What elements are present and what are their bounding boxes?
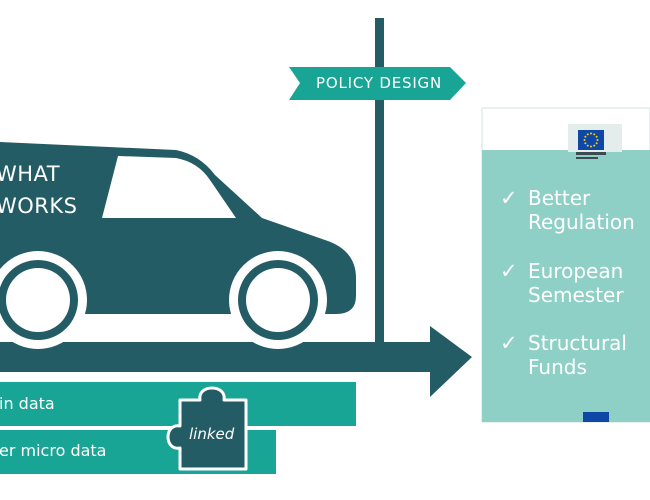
card-item-line2: Regulation xyxy=(528,210,635,234)
eu-star xyxy=(595,142,598,145)
eu-star xyxy=(590,132,592,135)
eu-star xyxy=(586,133,589,136)
card-item-line1: European xyxy=(528,259,624,283)
report-card xyxy=(481,107,650,423)
card-item-line1: Better xyxy=(528,186,591,210)
car-text-line1: WHAT xyxy=(0,162,61,186)
eu-star xyxy=(586,144,589,147)
signpost-pole xyxy=(375,18,384,342)
card-bottom-flag xyxy=(583,412,609,422)
car-text-line2: WORKS xyxy=(0,194,78,218)
eu-star xyxy=(584,135,587,138)
road-arrow xyxy=(0,326,472,397)
eu-star xyxy=(596,139,599,141)
car-window xyxy=(102,156,236,218)
card-item-line2: Funds xyxy=(528,355,587,379)
signpost-label: POLICY DESIGN xyxy=(316,74,442,92)
checkmark-icon: ✓ xyxy=(500,186,518,210)
eu-star xyxy=(595,135,598,138)
eu-star xyxy=(584,142,587,145)
european-commission-logo-icon xyxy=(568,124,622,159)
card-item-line1: Structural xyxy=(528,331,627,355)
eu-star xyxy=(593,133,596,136)
eu-stars xyxy=(583,132,599,148)
signpost-banner xyxy=(289,67,466,100)
eu-star xyxy=(583,139,586,141)
eu-star xyxy=(593,144,596,147)
puzzle-piece-icon xyxy=(166,386,248,471)
bar-top xyxy=(0,382,356,426)
eu-star xyxy=(590,145,592,148)
bar-top-label: in data xyxy=(0,394,55,413)
checkmark-icon: ✓ xyxy=(500,259,518,283)
bar-bottom-label: er micro data xyxy=(0,441,107,460)
car xyxy=(0,142,356,349)
checkmark-icon: ✓ xyxy=(500,331,518,355)
card-item-line2: Semester xyxy=(528,283,624,307)
car-text: WHAT WORKS xyxy=(0,158,78,222)
puzzle-label: linked xyxy=(189,425,235,443)
